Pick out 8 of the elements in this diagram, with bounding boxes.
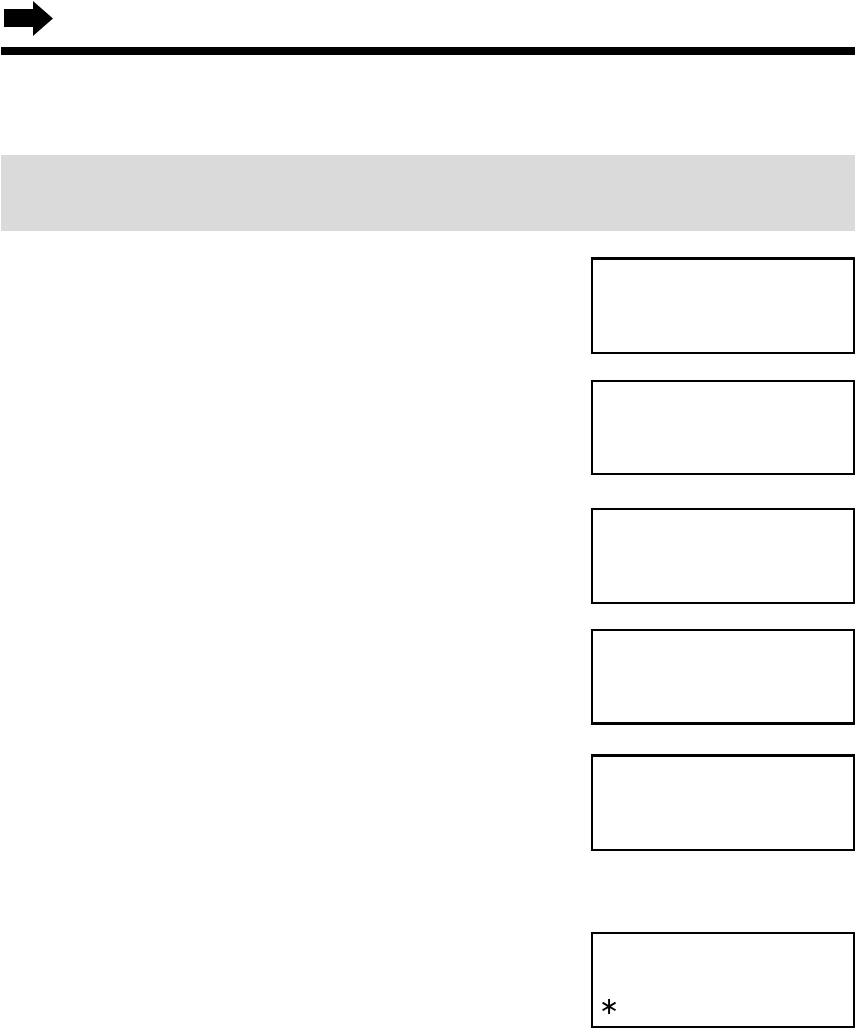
display-frame <box>591 257 855 354</box>
display-character: ∗ <box>599 994 620 1018</box>
display-frame <box>591 380 855 475</box>
display-frame <box>591 932 855 1028</box>
display-frame <box>591 754 855 851</box>
display-frame <box>591 508 855 604</box>
display-frame <box>591 629 855 725</box>
heading-band <box>1 155 855 231</box>
